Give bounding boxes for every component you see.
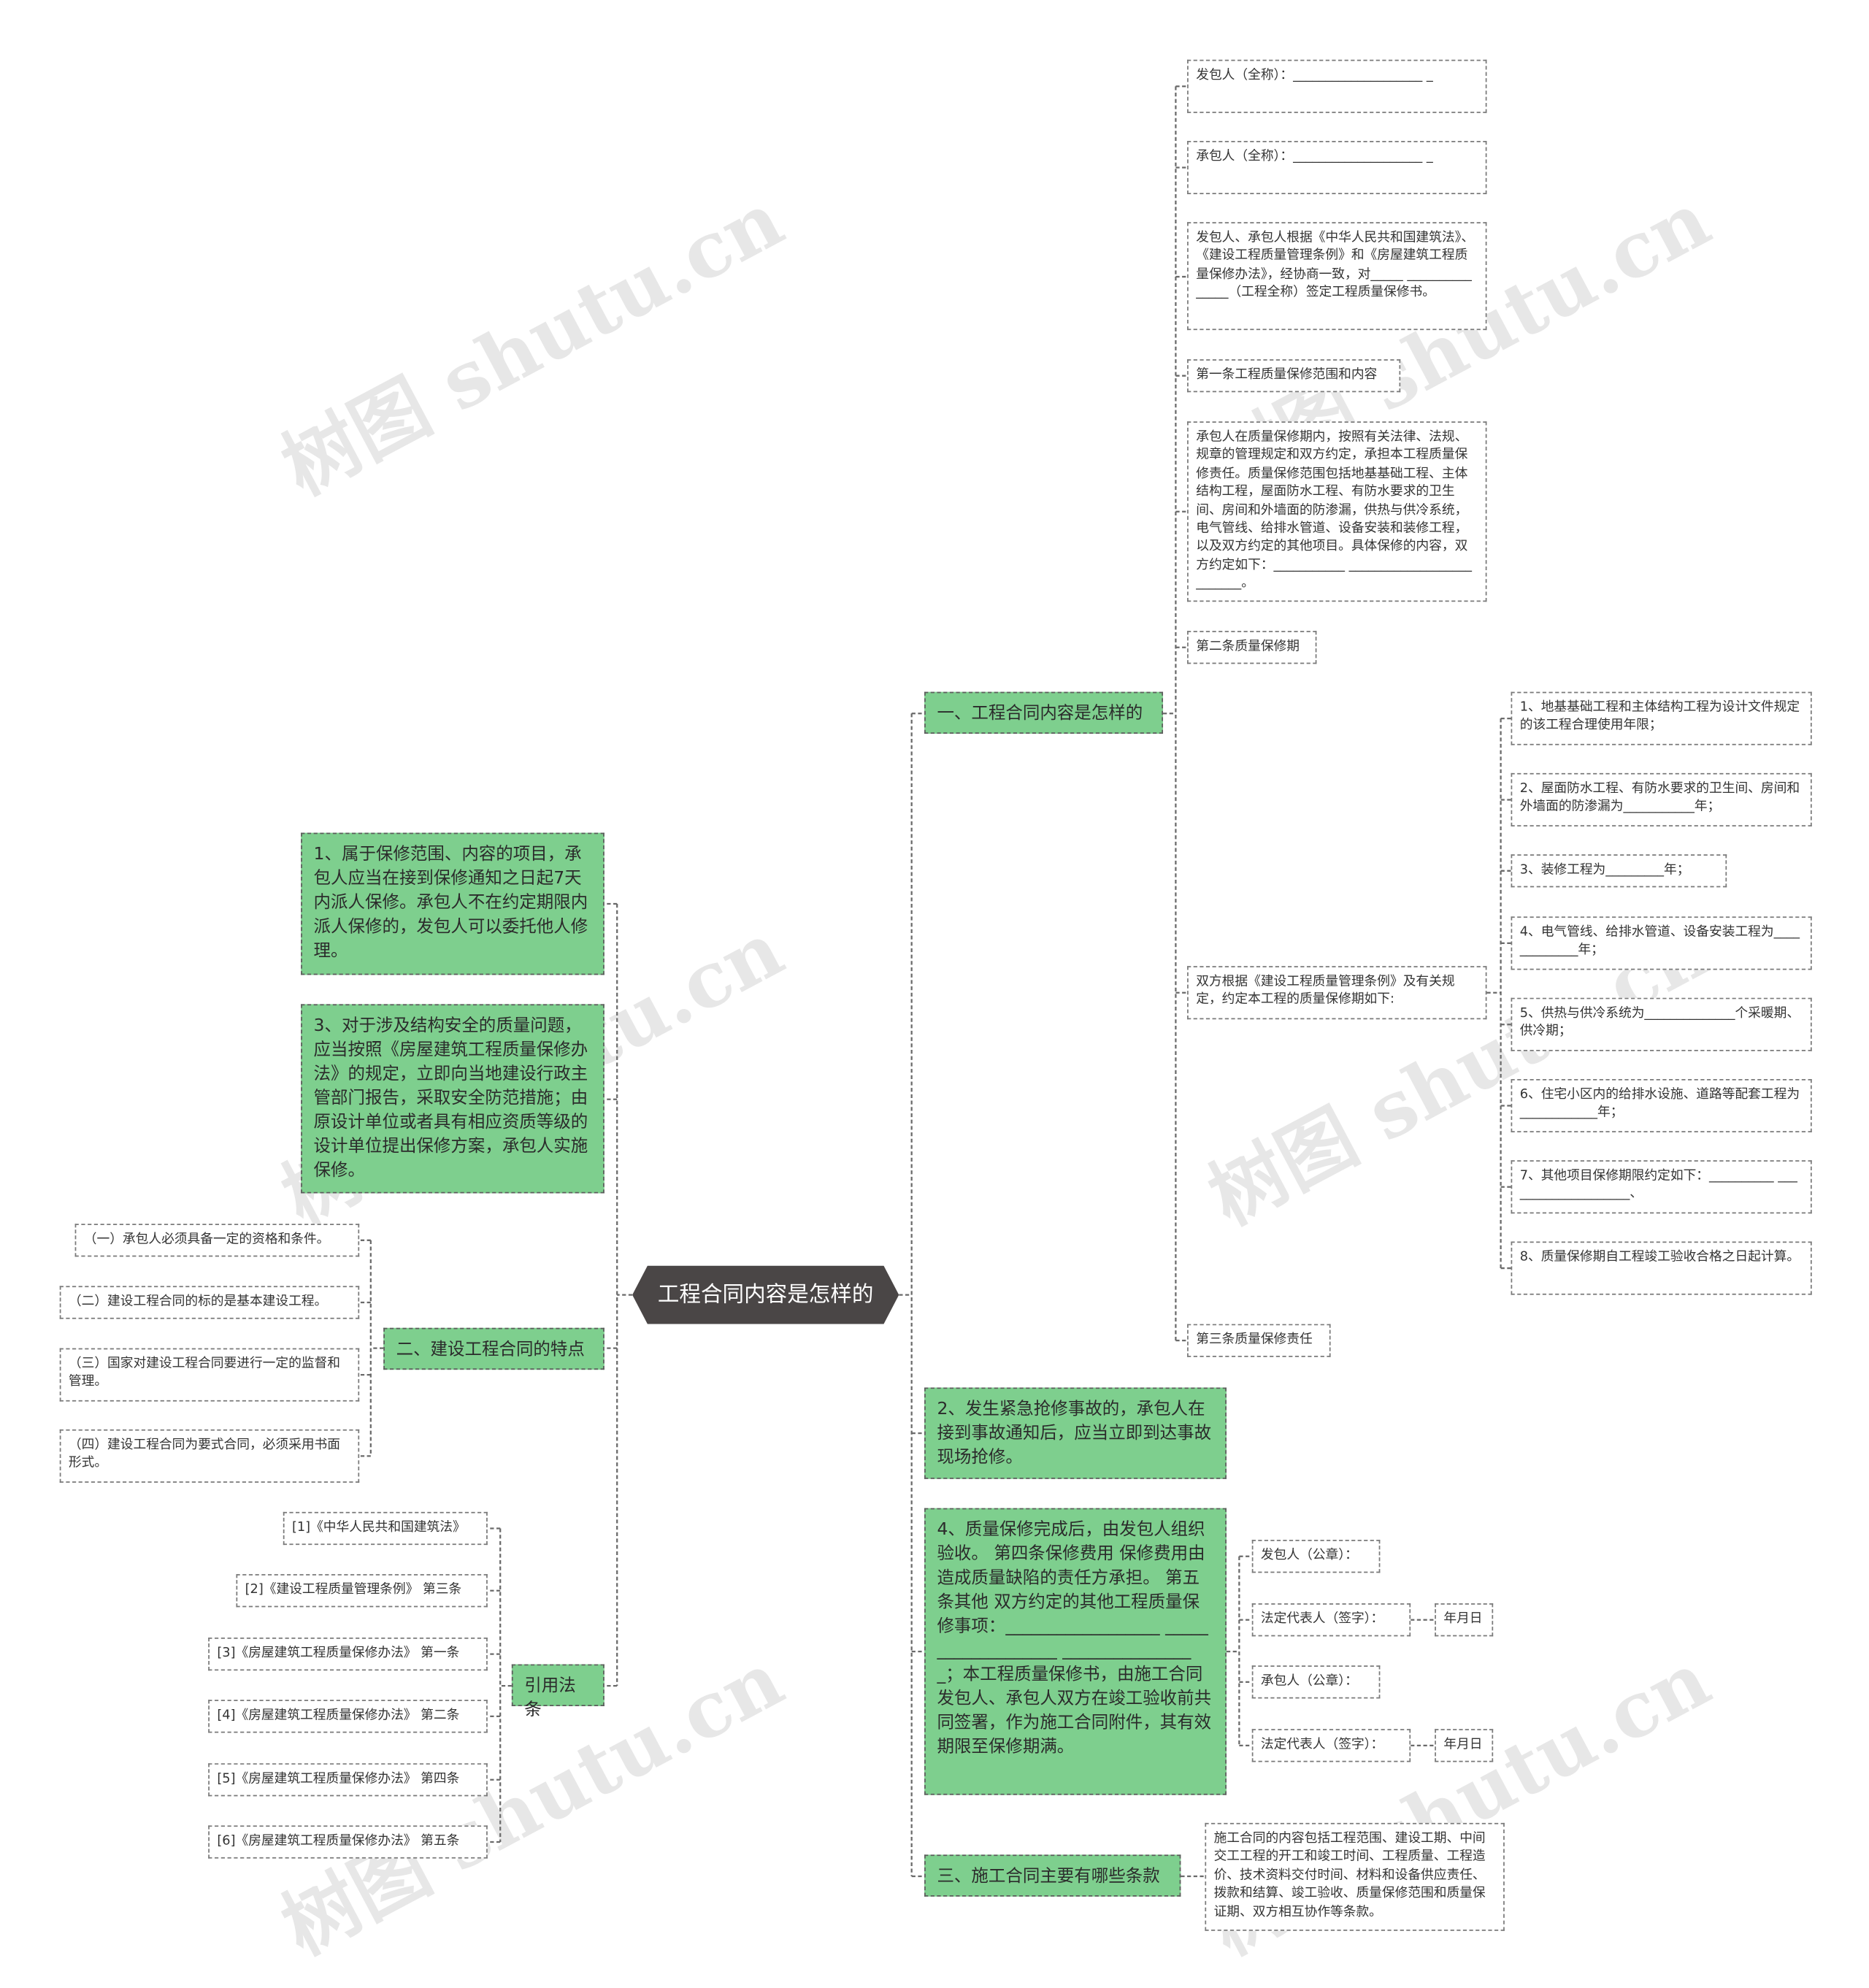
sign-contractor-seal[interactable]: 承包人（公章）： xyxy=(1251,1665,1381,1699)
law-item[interactable]: [6]《房屋建筑工程质量保修办法》 第五条 xyxy=(208,1825,488,1859)
leaf-clause-list[interactable]: 施工合同的内容包括工程范围、建设工期、中间交工工程的开工和竣工时间、工程质量、工… xyxy=(1205,1822,1505,1931)
branch-contract-features[interactable]: 二、建设工程合同的特点 xyxy=(383,1327,605,1370)
period-item[interactable]: 2、屋面防水工程、有防水要求的卫生间、房间和外墙面的防渗漏为__________… xyxy=(1511,772,1812,826)
period-item[interactable]: 7、其他项目保修期限约定如下：__________ ______________… xyxy=(1511,1160,1812,1214)
law-item[interactable]: [3]《房屋建筑工程质量保修办法》 第一条 xyxy=(208,1638,488,1671)
law-item[interactable]: [4]《房屋建筑工程质量保修办法》 第二条 xyxy=(208,1700,488,1733)
branch-repair-dispatch[interactable]: 1、属于保修范围、内容的项目，承包人应当在接到保修通知之日起7天内派人保修。承包… xyxy=(301,832,605,975)
branch-contract-content[interactable]: 一、工程合同内容是怎样的 xyxy=(924,691,1164,734)
root-topic[interactable]: 工程合同内容是怎样的 xyxy=(632,1266,899,1324)
leaf-article-2-title[interactable]: 第二条质量保修期 xyxy=(1187,631,1317,664)
period-item[interactable]: 8、质量保修期自工程竣工验收合格之日起计算。 xyxy=(1511,1241,1812,1295)
feature-item[interactable]: （二）建设工程合同的标的是基本建设工程。 xyxy=(59,1286,360,1319)
feature-item[interactable]: （三）国家对建设工程合同要进行一定的监督和管理。 xyxy=(59,1348,360,1402)
law-item[interactable]: [5]《房屋建筑工程质量保修办法》 第四条 xyxy=(208,1763,488,1797)
law-item[interactable]: [1]《中华人民共和国建筑法》 xyxy=(283,1511,488,1546)
feature-item[interactable]: （一）承包人必须具备一定的资格和条件。 xyxy=(74,1224,360,1257)
sign-contractor-rep[interactable]: 法定代表人（签字）： xyxy=(1251,1729,1411,1762)
feature-item[interactable]: （四）建设工程合同为要式合同，必须采用书面形式。 xyxy=(59,1429,360,1483)
branch-acceptance[interactable]: 4、质量保修完成后，由发包人组织验收。 第四条保修费用 保修费用由造成质量缺陷的… xyxy=(924,1508,1227,1795)
leaf-article-3-title[interactable]: 第三条质量保修责任 xyxy=(1187,1324,1331,1357)
branch-emergency-repair[interactable]: 2、发生紧急抢修事故的，承包人在接到事故通知后，应当立即到达事故现场抢修。 xyxy=(924,1387,1227,1479)
period-item[interactable]: 1、地基基础工程和主体结构工程为设计文件规定的该工程合理使用年限； xyxy=(1511,691,1812,745)
sign-employer-rep[interactable]: 法定代表人（签字）： xyxy=(1251,1603,1411,1637)
date-contractor[interactable]: 年月日 xyxy=(1435,1729,1494,1762)
leaf-article-1-title[interactable]: 第一条工程质量保修范围和内容 xyxy=(1187,359,1401,393)
leaf-employer-name[interactable]: 发包人（全称）：____________________ _ xyxy=(1187,59,1487,113)
leaf-period-agreement[interactable]: 双方根据《建设工程质量管理条例》及有关规定，约定本工程的质量保修期如下: xyxy=(1187,966,1487,1020)
period-item[interactable]: 3、装修工程为_________年； xyxy=(1511,854,1727,888)
branch-cited-laws[interactable]: 引用法条 xyxy=(511,1664,605,1720)
sign-employer-seal[interactable]: 发包人（公章）： xyxy=(1251,1540,1381,1573)
leaf-article-1-body[interactable]: 承包人在质量保修期内，按照有关法律、法规、规章的管理规定和双方约定，承担本工程质… xyxy=(1187,421,1487,602)
leaf-contractor-name[interactable]: 承包人（全称）：____________________ _ xyxy=(1187,141,1487,195)
branch-structural-safety[interactable]: 3、对于涉及结构安全的质量问题，应当按照《房屋建筑工程质量保修办法》的规定，立即… xyxy=(301,1004,605,1194)
law-item[interactable]: [2]《建设工程质量管理条例》 第三条 xyxy=(236,1574,488,1608)
period-item[interactable]: 5、供热与供冷系统为______________个采暖期、供冷期； xyxy=(1511,997,1812,1051)
period-item[interactable]: 4、电气管线、给排水管道、设备安装工程为_____________年； xyxy=(1511,916,1812,970)
period-item[interactable]: 6、住宅小区内的给排水设施、道路等配套工程为____________年； xyxy=(1511,1078,1812,1133)
date-employer[interactable]: 年月日 xyxy=(1435,1603,1494,1637)
leaf-agreement-basis[interactable]: 发包人、承包人根据《中华人民共和国建筑法》、《建设工程质量管理条例》和《房屋建筑… xyxy=(1187,222,1487,331)
branch-main-clauses[interactable]: 三、施工合同主要有哪些条款 xyxy=(924,1854,1181,1897)
